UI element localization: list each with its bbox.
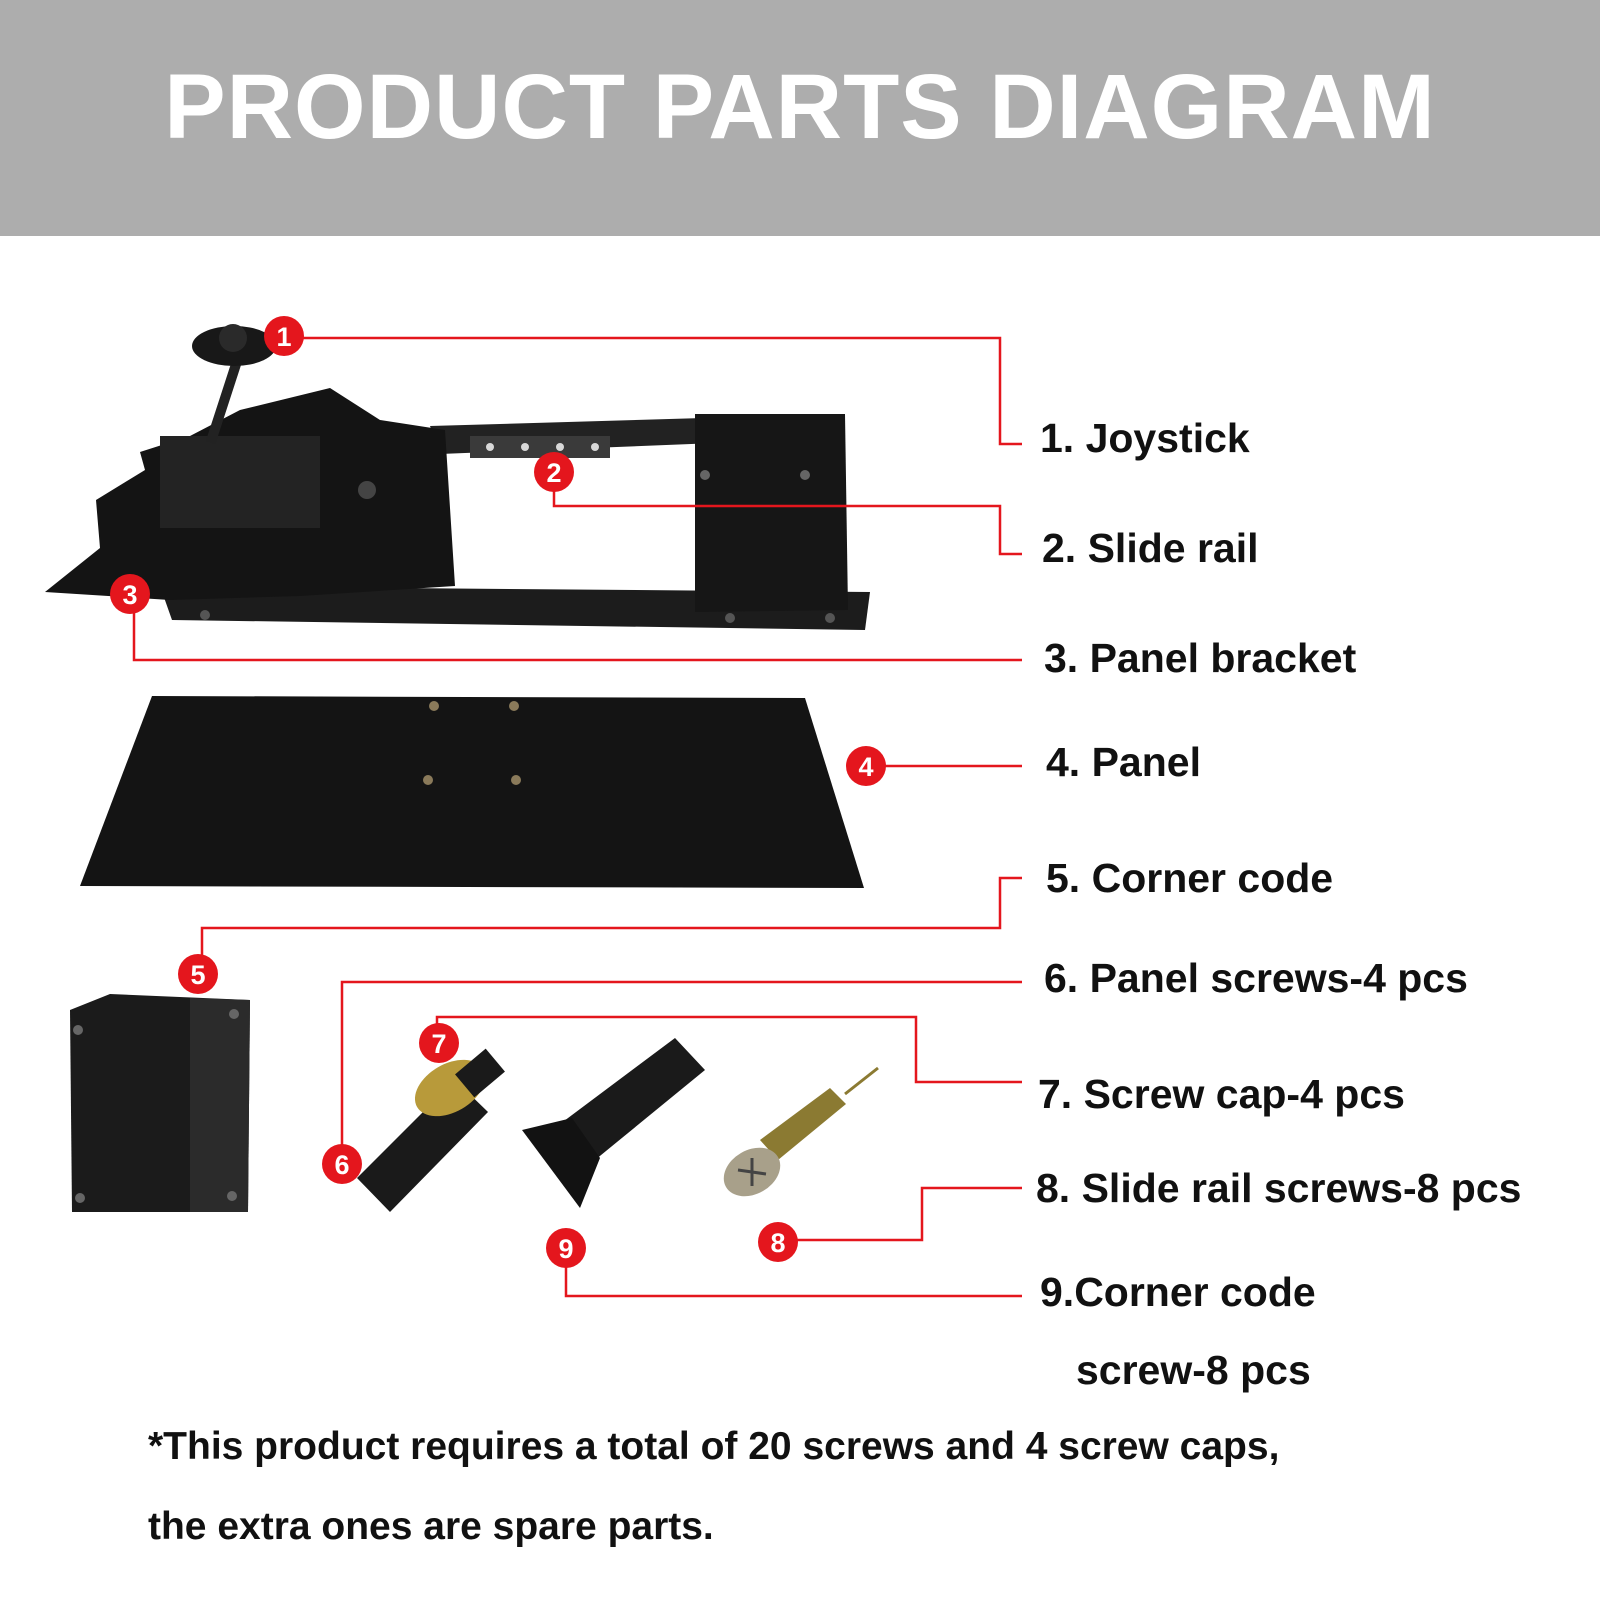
badge-8: 8 — [758, 1222, 798, 1262]
badge-6-num: 6 — [334, 1150, 349, 1180]
page-title: PRODUCT PARTS DIAGRAM — [164, 56, 1436, 158]
badge-7-num: 7 — [431, 1029, 446, 1059]
badge-2-num: 2 — [546, 458, 561, 488]
label-corner-code: 5. Corner code — [1046, 855, 1334, 901]
slide-rail-screw-image — [723, 1066, 879, 1197]
corner-code-screw-image — [522, 1038, 705, 1208]
panel-screw-with-cap-image — [357, 1048, 505, 1212]
badge-4-num: 4 — [858, 752, 873, 782]
corner-code-image — [70, 994, 250, 1212]
label-panel-bracket: 3. Panel bracket — [1044, 635, 1357, 681]
badge-5: 5 — [178, 954, 218, 994]
badge-7: 7 — [419, 1023, 459, 1063]
slide-rail-assembly-image — [45, 324, 870, 630]
label-joystick: 1. Joystick — [1040, 415, 1250, 461]
badge-4: 4 — [846, 746, 886, 786]
badge-9-num: 9 — [558, 1234, 573, 1264]
badge-9: 9 — [546, 1228, 586, 1268]
badge-5-num: 5 — [190, 960, 205, 990]
leader-lines — [132, 336, 1022, 1298]
badge-3-num: 3 — [122, 580, 137, 610]
badge-2: 2 — [534, 452, 574, 492]
badge-8-num: 8 — [770, 1228, 785, 1258]
label-slide-rail: 2. Slide rail — [1042, 525, 1259, 571]
note-line-2: the extra ones are spare parts. — [148, 1505, 714, 1548]
label-panel: 4. Panel — [1046, 739, 1201, 785]
note-line-1: *This product requires a total of 20 scr… — [148, 1425, 1280, 1468]
label-panel-screws: 6. Panel screws-4 pcs — [1044, 955, 1468, 1001]
panel-image — [80, 696, 864, 888]
badge-3: 3 — [110, 574, 150, 614]
label-corner-code-screw-line2: screw-8 pcs — [1076, 1347, 1311, 1393]
label-screw-cap: 7. Screw cap-4 pcs — [1038, 1071, 1405, 1117]
label-corner-code-screw-line1: 9.Corner code — [1040, 1269, 1316, 1315]
badge-1-num: 1 — [276, 322, 291, 352]
badge-6: 6 — [322, 1144, 362, 1184]
header-banner: PRODUCT PARTS DIAGRAM — [0, 0, 1600, 236]
label-slide-rail-screws: 8. Slide rail screws-8 pcs — [1036, 1165, 1522, 1211]
badge-1: 1 — [264, 316, 304, 356]
